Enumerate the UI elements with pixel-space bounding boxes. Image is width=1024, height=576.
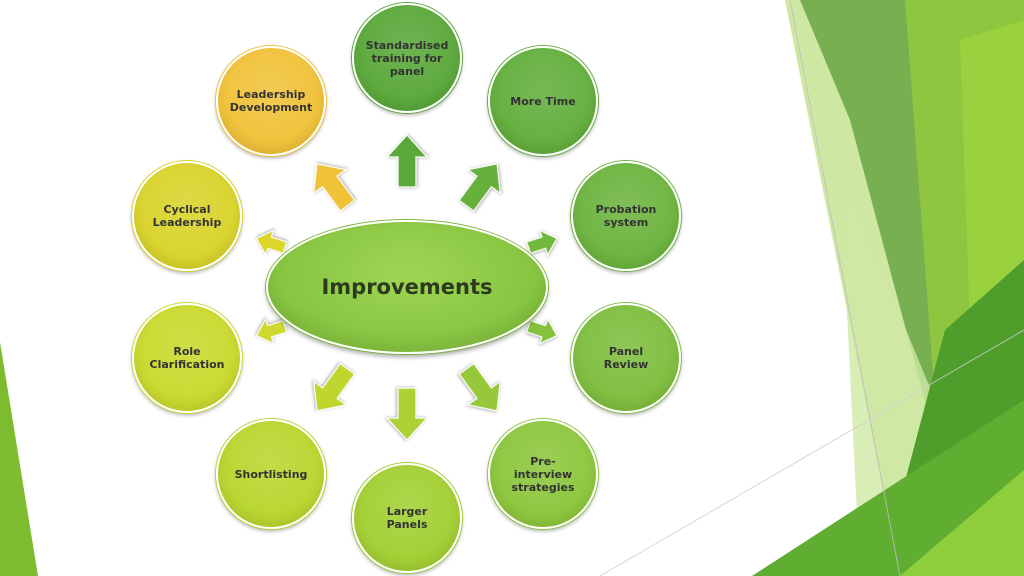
arrow xyxy=(255,229,288,257)
thin-line-a xyxy=(789,0,901,576)
node-circle: Shortlisting xyxy=(216,419,326,529)
node-label: Leadership Development xyxy=(229,88,313,114)
left-edge-strip xyxy=(0,342,38,576)
node-circle: Cyclical Leadership xyxy=(132,161,242,271)
node-circle: Standardised training for panel xyxy=(352,3,462,113)
node-circle: Pre- interview strategies xyxy=(488,419,598,529)
node-label: Standardised training for panel xyxy=(365,38,449,78)
node-label: Larger Panels xyxy=(386,505,428,531)
node-circle: Role Clarification xyxy=(132,303,242,413)
node-label: Role Clarification xyxy=(149,345,225,371)
thin-line-b xyxy=(599,329,1024,576)
arrow xyxy=(525,229,558,257)
center-label: Improvements xyxy=(321,275,493,299)
node-circle: Larger Panels xyxy=(352,463,462,573)
bottom-facet-light xyxy=(900,470,1024,576)
arrow xyxy=(458,362,502,412)
node-label: More Time xyxy=(510,94,576,108)
arrow xyxy=(385,134,429,188)
node-circle: More Time xyxy=(488,46,598,156)
arrow xyxy=(312,362,356,412)
center-ellipse: Improvements xyxy=(266,220,548,354)
arrow xyxy=(458,162,502,212)
arrow xyxy=(385,387,429,441)
arrow xyxy=(255,317,288,345)
arrow xyxy=(312,162,356,212)
node-label: Pre- interview strategies xyxy=(511,454,575,494)
arrow xyxy=(525,317,558,345)
node-label: Panel Review xyxy=(603,345,649,371)
node-circle: Leadership Development xyxy=(216,46,326,156)
node-label: Shortlisting xyxy=(234,467,308,481)
node-circle: Probation system xyxy=(571,161,681,271)
node-circle: Panel Review xyxy=(571,303,681,413)
node-label: Cyclical Leadership xyxy=(152,203,222,229)
node-label: Probation system xyxy=(595,203,657,229)
